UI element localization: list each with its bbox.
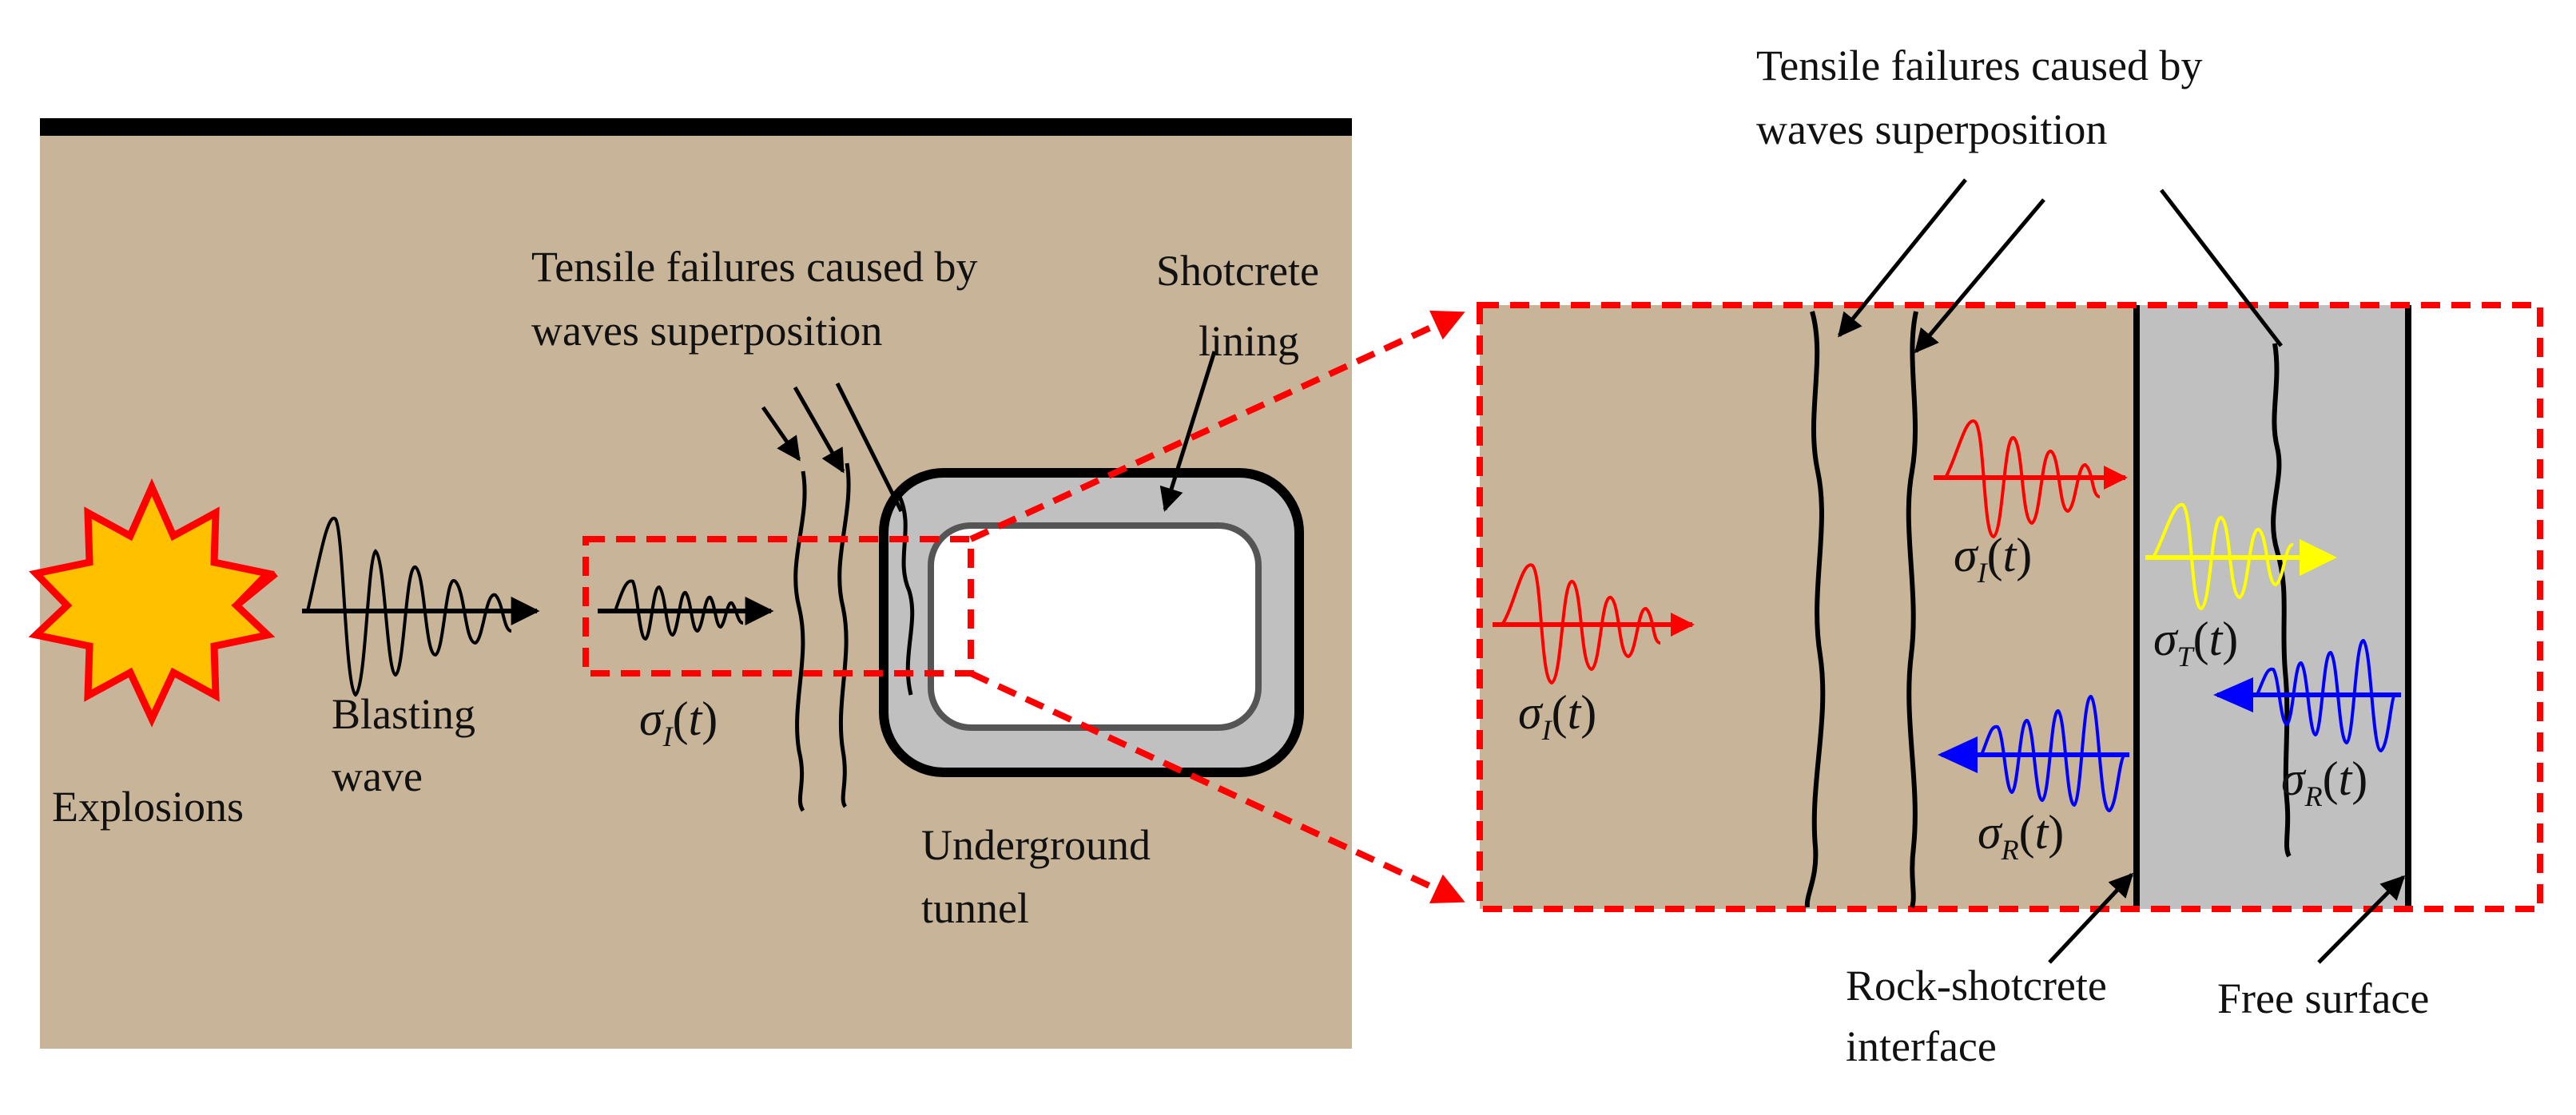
sigma-transmitted-label: σT(t) [2153,613,2238,673]
ground-surface [40,118,1352,136]
interface-label: Rock-shotcrete interface [1846,962,2117,1070]
pointer-right-2 [1914,198,2045,354]
shotcrete-lining-label: Shotcrete lining [1156,247,1330,365]
sigma-reflected-label-shotcrete: σR(t) [2281,752,2367,812]
blasting-wave-label: Blasting wave [332,690,487,800]
incident-wave-left [614,579,744,641]
pointer-right-3 [2160,188,2283,347]
pointer-lining [1159,351,1217,512]
crack-left-1 [793,470,807,812]
crack-left-3 [896,494,915,696]
explosions-label: Explosions [52,783,244,831]
pointer-left-1 [761,406,801,462]
pointer-free-surface [2317,875,2406,964]
zoom-detail-box [1477,302,2543,912]
transmitted-wave [2152,502,2294,611]
air-zone [2408,305,2540,909]
incident-wave-interface [1944,419,2101,539]
crack-right-3 [2271,343,2292,858]
tensile-failures-label-left: Tensile failures caused by waves superpo… [531,243,988,355]
zoom-source-box [582,536,974,677]
underground-tunnel-label: Underground tunnel [921,821,1161,932]
reflected-arrowhead-shotcrete [2213,677,2253,712]
pointer-right-1 [1838,178,1967,338]
free-surface-label: Free surface [2217,974,2429,1022]
crack-right-1 [1804,311,1826,908]
pointer-left-2 [793,386,845,474]
sigma-incident-label-left: σI(t) [639,692,718,752]
pointer-left-3 [835,382,904,513]
sigma-reflected-label-rock: σR(t) [1978,806,2064,866]
reflected-wave-shotcrete [2256,638,2397,753]
reflected-wave-rock [1980,694,2127,813]
explosion-icon [28,478,278,728]
crack-left-2 [837,462,851,808]
tensile-failures-label-right: Tensile failures caused by waves superpo… [1756,42,2213,153]
incident-wave-rock [1501,563,1661,685]
sigma-incident-label-interface: σI(t) [1954,529,2032,589]
rock-mass-right [1480,305,2137,909]
reflected-arrowhead-rock [1938,736,1978,773]
shotcrete-zone [2137,305,2408,909]
pointer-interface [2048,872,2134,964]
blasting-wave [306,516,512,697]
tunnel-opening [928,522,1262,731]
crack-right-2 [1906,311,1918,908]
transmitted-arrowhead [2300,539,2337,576]
sigma-incident-label-rock: σI(t) [1518,686,1596,746]
